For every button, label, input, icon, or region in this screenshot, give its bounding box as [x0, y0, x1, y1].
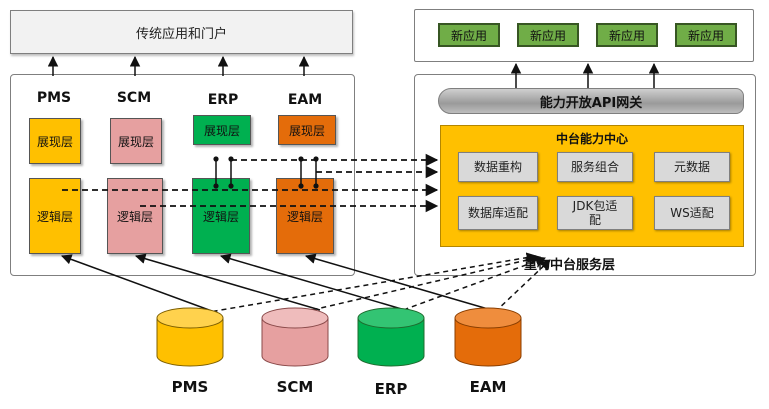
system-name-scm: SCM — [116, 90, 152, 106]
capability-ws-adapter-label: WS适配 — [670, 206, 714, 220]
dashed-db-scm-to-service — [294, 254, 542, 315]
erp-presentation-label: 展现层 — [203, 123, 240, 138]
arrow-db-scm-to-scm — [134, 253, 321, 311]
capability-service-composition-label: 服务组合 — [570, 160, 619, 174]
eam-presentation-label: 展现层 — [288, 123, 325, 138]
legacy-portal-label: 传统应用和门户 — [135, 26, 227, 42]
pms-logic-label: 逻辑层 — [36, 209, 73, 224]
new-app-2: 新应用 — [517, 23, 579, 47]
arrow-db-erp-to-erp — [219, 253, 406, 311]
system-name-erp: ERP — [207, 92, 239, 108]
erp-presentation-layer: 展现层 — [193, 115, 251, 145]
capability-metadata-label: 元数据 — [673, 160, 710, 174]
database-scm — [261, 307, 329, 367]
dashed-db-eam-to-service — [494, 259, 551, 313]
capability-center-title: 中台能力中心 — [555, 132, 628, 146]
eam-logic-label: 逻辑层 — [286, 209, 323, 224]
api-gateway: 能力开放API网关 — [438, 88, 744, 114]
capability-metadata: 元数据 — [654, 152, 730, 182]
database-label-erp: ERP — [374, 380, 408, 398]
scm-presentation-label: 展现层 — [117, 134, 154, 149]
database-label-pms: PMS — [171, 378, 209, 396]
new-app-3-label: 新应用 — [608, 28, 645, 43]
new-app-3: 新应用 — [596, 23, 658, 47]
arrow-db-pms-to-pms — [61, 254, 221, 315]
new-app-4: 新应用 — [675, 23, 737, 47]
new-app-1-label: 新应用 — [450, 28, 487, 43]
capability-database-adapter-label: 数据库适配 — [468, 206, 529, 220]
scm-logic-label: 逻辑层 — [116, 209, 153, 224]
capability-ws-adapter: WS适配 — [654, 196, 730, 230]
capability-data-reconstruct-label: 数据重构 — [473, 160, 522, 174]
legacy-portal-bar: 传统应用和门户 — [10, 10, 353, 54]
system-name-eam: EAM — [287, 92, 323, 108]
database-label-scm: SCM — [276, 378, 314, 396]
erp-logic-layer: 逻辑层 — [192, 178, 250, 254]
pms-presentation-label: 展现层 — [36, 134, 73, 149]
eam-presentation-layer: 展现层 — [278, 115, 336, 145]
api-gateway-label: 能力开放API网关 — [539, 95, 643, 111]
capability-service-composition: 服务组合 — [557, 152, 633, 182]
new-app-1: 新应用 — [438, 23, 500, 47]
capability-database-adapter: 数据库适配 — [458, 196, 538, 230]
scm-presentation-layer: 展现层 — [110, 118, 162, 164]
system-name-pms: PMS — [36, 90, 72, 106]
capability-jdk-adapter-label: JDK包适配 — [572, 199, 618, 227]
new-app-2-label: 新应用 — [529, 28, 566, 43]
link-dots — [213, 156, 319, 189]
database-eam — [454, 307, 522, 367]
pms-presentation-layer: 展现层 — [29, 118, 81, 164]
presentation-logic-links — [215, 160, 317, 186]
database-label-eam: EAM — [469, 378, 507, 396]
capability-data-reconstruct: 数据重构 — [458, 152, 538, 182]
arrow-db-eam-to-eam — [304, 253, 489, 310]
new-app-4-label: 新应用 — [687, 28, 724, 43]
capability-jdk-adapter: JDK包适配 — [557, 196, 633, 230]
database-erp — [357, 307, 425, 367]
database-pms — [156, 307, 224, 367]
erp-logic-label: 逻辑层 — [202, 209, 239, 224]
